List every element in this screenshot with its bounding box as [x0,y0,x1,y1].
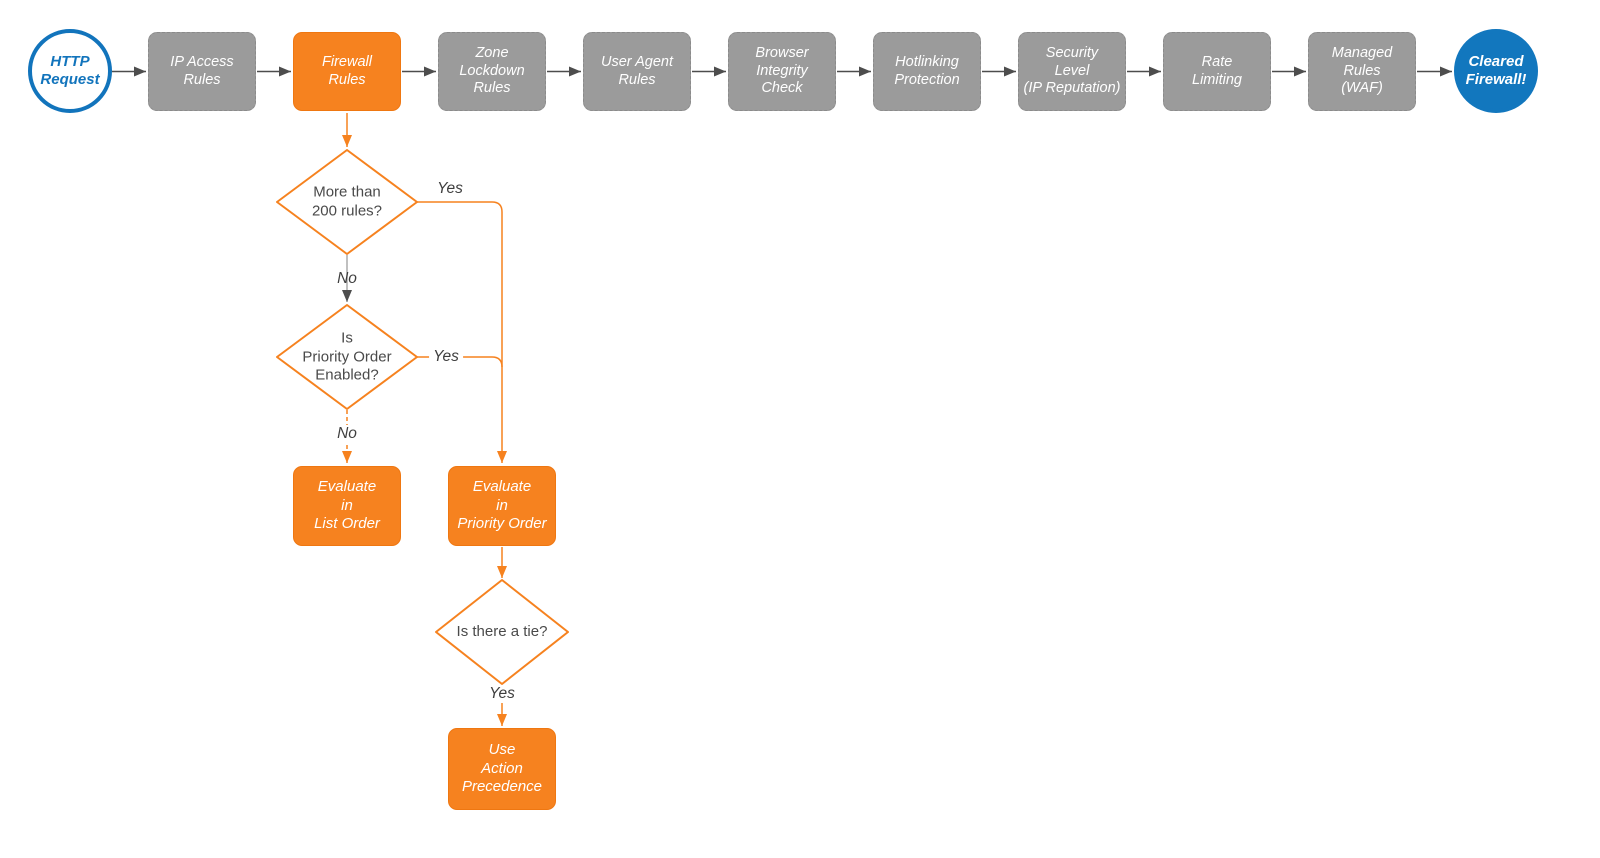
decision1-more-than-200-rules: More than 200 rules? [311,183,383,220]
edge-label-decision2-yes: Yes [429,348,463,366]
action-label: Evaluate in Priority Order [457,478,547,533]
stage-label: Managed Rules (WAF) [1331,45,1393,97]
stage-rate-limiting: Rate Limiting [1163,32,1271,111]
end-node-cleared-firewall: Cleared Firewall! [1454,29,1538,113]
stage-label: Firewall Rules [322,54,372,88]
stage-label: Zone Lockdown Rules [459,45,525,97]
stage-label: Browser Integrity Check [755,45,809,97]
stage-user-agent-rules: User Agent Rules [583,32,691,111]
edge-label-decision1-yes: Yes [437,180,463,197]
action-label: Evaluate in List Order [314,478,380,533]
stage-label: Security Level (IP Reputation) [1023,45,1121,97]
end-node-label: Cleared Firewall! [1465,53,1527,88]
decision1-diamond-shape [276,149,418,255]
action-label: Use Action Precedence [461,741,543,796]
stage-firewall-rules: Firewall Rules [293,32,401,111]
stage-label: User Agent Rules [601,54,673,88]
action-evaluate-in-priority-order: Evaluate in Priority Order [448,466,556,546]
decision2-diamond-shape [276,304,418,410]
stage-label: IP Access Rules [170,54,234,88]
stage-label: Hotlinking Protection [894,54,960,88]
action-evaluate-in-list-order: Evaluate in List Order [293,466,401,546]
stage-zone-lockdown-rules: Zone Lockdown Rules [438,32,546,111]
edge-label-decision2-no: No [333,425,361,443]
edge-label-decision1-no: No [337,270,357,287]
edge-label-decision3-yes: Yes [485,685,519,703]
connector-decision2-yes-join [417,356,503,368]
stage-label: Rate Limiting [1192,54,1242,88]
decision3-diamond-shape [435,579,569,685]
action-use-action-precedence: Use Action Precedence [448,728,556,810]
stage-managed-rules-waf: Managed Rules (WAF) [1308,32,1416,111]
start-node-http-request: HTTP Request [28,29,112,113]
decision2-priority-order-enabled: Is Priority Order Enabled? [302,329,392,384]
decision3-is-there-a-tie: Is there a tie? [456,622,548,640]
connector-decision1-yes-to-priority-order [417,201,507,463]
stage-security-level: Security Level (IP Reputation) [1018,32,1126,111]
stage-hotlinking-protection: Hotlinking Protection [873,32,981,111]
stage-ip-access-rules: IP Access Rules [148,32,256,111]
start-node-label: HTTP Request [40,53,100,88]
stage-browser-integrity-check: Browser Integrity Check [728,32,836,111]
